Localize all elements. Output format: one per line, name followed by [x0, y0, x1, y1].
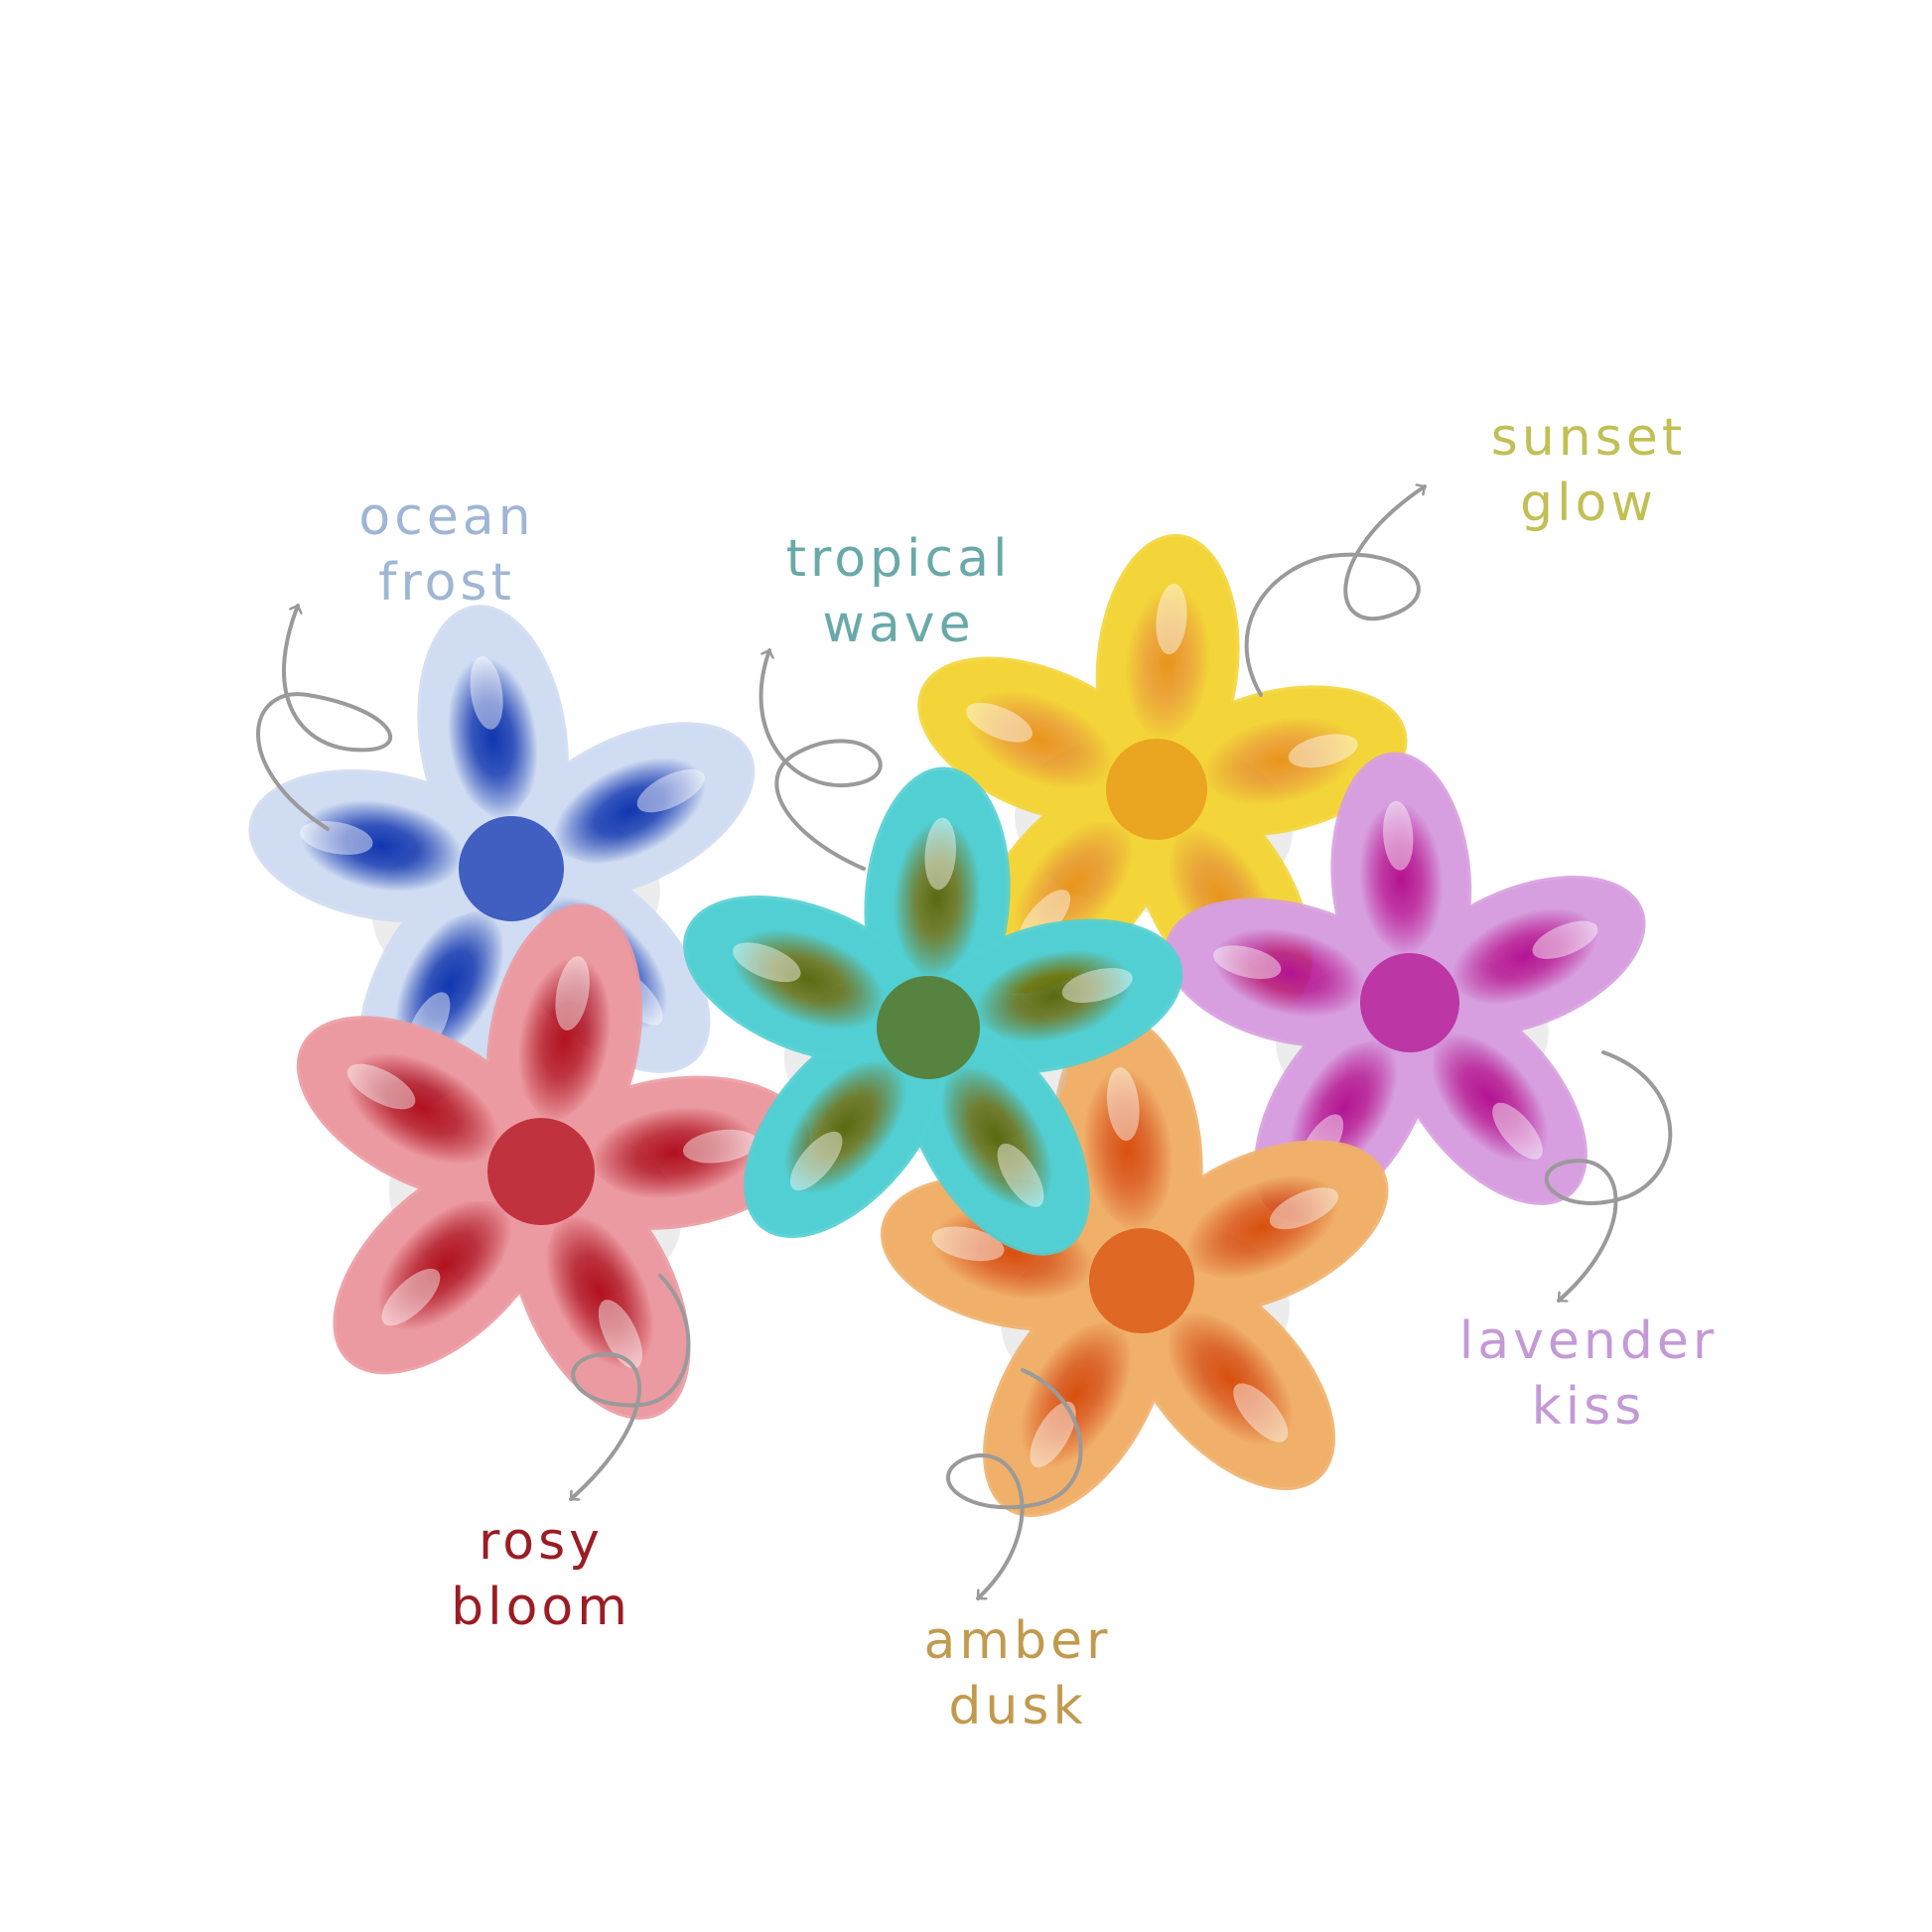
- flower-clip-lavender-kiss: [1165, 752, 1646, 1222]
- petal-highlight: [470, 656, 503, 730]
- arrow-sunset-glow: [1244, 486, 1427, 697]
- label-rosy-bloom: rosy bloom: [407, 1509, 675, 1640]
- flower-clip-rosy-bloom: [296, 903, 810, 1420]
- petal-highlight: [636, 768, 705, 813]
- petal-highlight: [931, 1226, 1005, 1262]
- label-rosy-bloom-line1: rosy: [479, 1512, 604, 1572]
- flower-center: [1106, 739, 1207, 840]
- petal-highlight: [381, 1268, 441, 1326]
- petal-highlight: [1061, 968, 1133, 1004]
- label-tropical-wave-line1: tropical: [785, 529, 1012, 589]
- petal-highlight: [598, 1300, 642, 1369]
- arrow-ocean-frost: [256, 604, 393, 831]
- petal-highlight: [1532, 920, 1598, 959]
- flower-center: [877, 976, 980, 1079]
- flower-center: [1089, 1228, 1194, 1333]
- flower-center: [1360, 953, 1459, 1052]
- petal-highlight: [1107, 1067, 1140, 1142]
- arrow-amber-dusk: [946, 1368, 1083, 1600]
- petal-highlight: [733, 942, 801, 983]
- label-sunset-glow-line1: sunset: [1490, 408, 1687, 468]
- label-amber-dusk: amber dusk: [859, 1608, 1176, 1739]
- petal-highlight: [1492, 1102, 1543, 1160]
- flower-clip-tropical-wave: [683, 766, 1183, 1256]
- label-tropical-wave: tropical wave: [730, 526, 1067, 657]
- label-rosy-bloom-line2: bloom: [451, 1578, 631, 1637]
- petal-highlight: [1269, 1187, 1338, 1230]
- petal-highlight: [346, 1063, 416, 1110]
- label-ocean-frost-line1: ocean: [358, 487, 535, 547]
- flower-layer: [248, 533, 1646, 1517]
- arrow-rosy-bloom: [569, 1274, 691, 1501]
- petal-highlight: [555, 956, 590, 1031]
- arrow-tropical-wave: [759, 648, 883, 871]
- label-lavender-kiss-line1: lavender: [1458, 1311, 1719, 1371]
- label-ocean-frost: ocean frost: [298, 484, 596, 616]
- petal-highlight: [682, 1129, 758, 1164]
- label-sunset-glow-line2: glow: [1520, 474, 1657, 533]
- petal-highlight: [997, 1143, 1044, 1207]
- petal-highlight: [300, 821, 373, 855]
- petal-highlight: [1213, 945, 1282, 980]
- petal-highlight: [1233, 1383, 1289, 1443]
- petal-highlight: [966, 702, 1033, 743]
- label-sunset-glow: sunset glow: [1445, 405, 1732, 536]
- petal-highlight: [1383, 800, 1414, 871]
- arrow-lavender-kiss: [1544, 1050, 1673, 1303]
- petal-highlight: [924, 817, 957, 891]
- petal-highlight: [1288, 734, 1358, 768]
- label-amber-dusk-line2: dusk: [948, 1677, 1087, 1736]
- label-lavender-kiss-line2: kiss: [1531, 1377, 1646, 1437]
- label-tropical-wave-line2: wave: [822, 595, 975, 654]
- label-ocean-frost-line2: frost: [378, 553, 515, 613]
- flower-center: [487, 1118, 595, 1225]
- label-lavender-kiss: lavender kiss: [1410, 1309, 1767, 1440]
- label-amber-dusk-line1: amber: [923, 1611, 1112, 1671]
- petal-highlight: [1030, 1401, 1076, 1468]
- flower-clip-amber-dusk: [880, 1016, 1389, 1517]
- flower-center: [459, 816, 564, 921]
- petal-highlight: [1156, 583, 1187, 655]
- arrow-layer: [256, 486, 1673, 1600]
- petal-highlight: [789, 1131, 843, 1191]
